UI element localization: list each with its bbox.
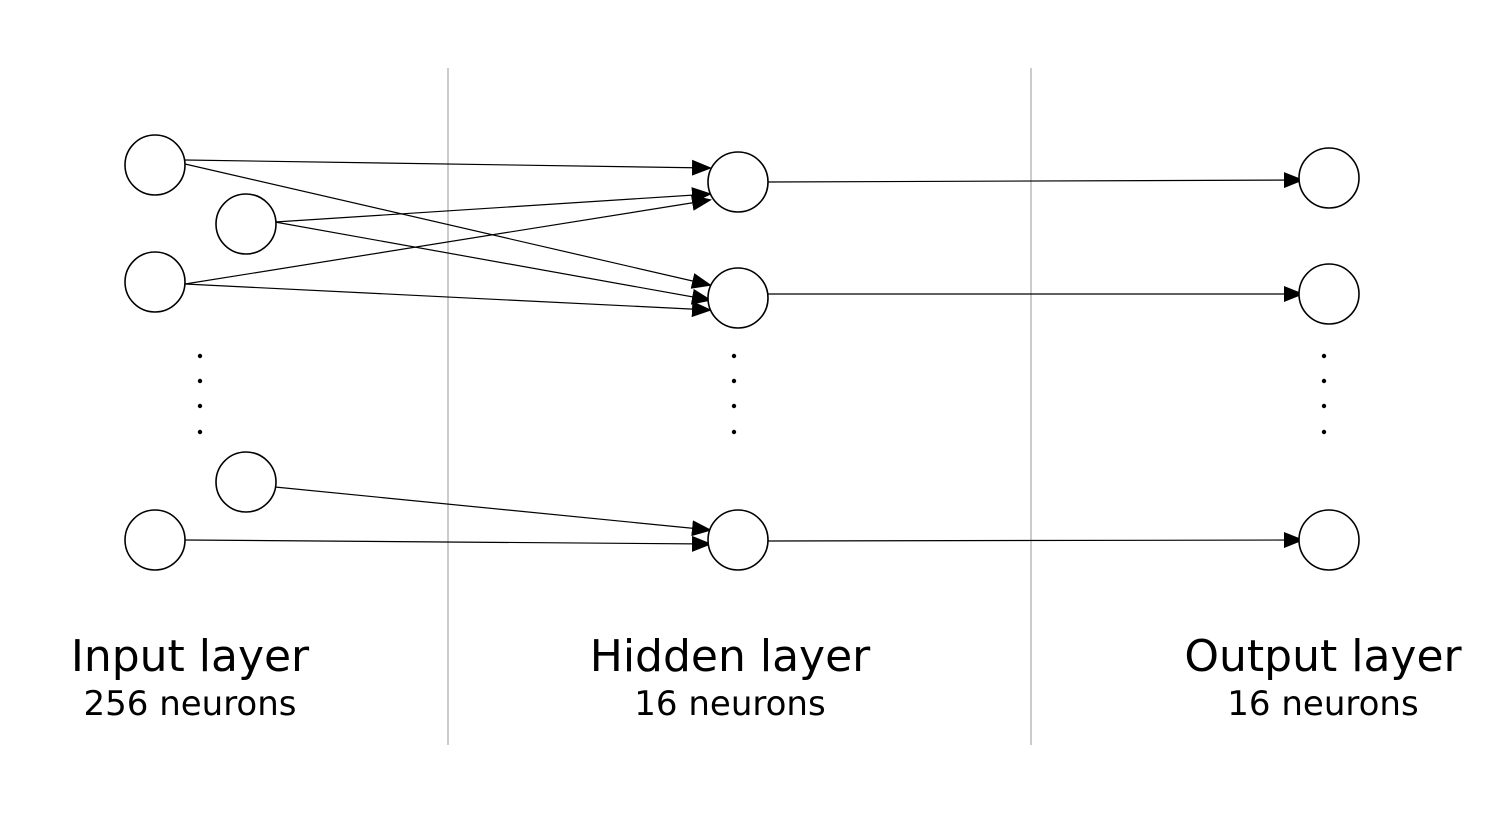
neuron: [215, 193, 277, 255]
neuron: [1298, 509, 1360, 571]
neuron: [215, 451, 277, 513]
input-layer-title: Input layer: [70, 631, 310, 682]
neuron: [707, 267, 769, 329]
dot: [197, 353, 203, 359]
output-neurons: [1298, 147, 1360, 571]
connection: [274, 187, 712, 223]
dot: [197, 429, 203, 435]
neuron: [124, 134, 186, 196]
ellipsis-dots: [197, 353, 1327, 435]
hidden-neurons: [707, 151, 769, 571]
dot: [731, 353, 737, 359]
connection: [274, 486, 712, 537]
output-layer-title: Output layer: [1184, 631, 1462, 682]
output-layer-label: Output layer 16 neurons: [1153, 630, 1493, 724]
dot: [197, 403, 203, 409]
dot: [731, 378, 737, 384]
dot: [1321, 378, 1327, 384]
hidden-output-connections: [766, 172, 1304, 549]
connection: [184, 194, 712, 285]
neuron: [1298, 263, 1360, 325]
hidden-layer-title: Hidden layer: [589, 631, 871, 682]
neuron: [707, 509, 769, 571]
connection: [766, 532, 1304, 549]
dot: [1321, 403, 1327, 409]
input-neurons: [124, 134, 277, 571]
connection: [274, 221, 712, 305]
connection: [184, 159, 712, 176]
dot: [731, 429, 737, 435]
neuron: [707, 151, 769, 213]
connection: [184, 535, 712, 552]
connection: [766, 172, 1304, 189]
neuron: [124, 509, 186, 571]
dot: [731, 403, 737, 409]
neuron: [124, 251, 186, 313]
dot: [1321, 353, 1327, 359]
hidden-layer-label: Hidden layer 16 neurons: [560, 630, 900, 724]
connection: [184, 163, 712, 289]
dot: [1321, 429, 1327, 435]
hidden-layer-count: 16 neurons: [634, 684, 826, 724]
connection: [184, 283, 712, 318]
input-hidden-connections: [184, 159, 712, 552]
neuron: [1298, 147, 1360, 209]
dot: [197, 378, 203, 384]
input-layer-count: 256 neurons: [83, 684, 297, 724]
input-layer-label: Input layer 256 neurons: [20, 630, 360, 724]
output-layer-count: 16 neurons: [1227, 684, 1419, 724]
